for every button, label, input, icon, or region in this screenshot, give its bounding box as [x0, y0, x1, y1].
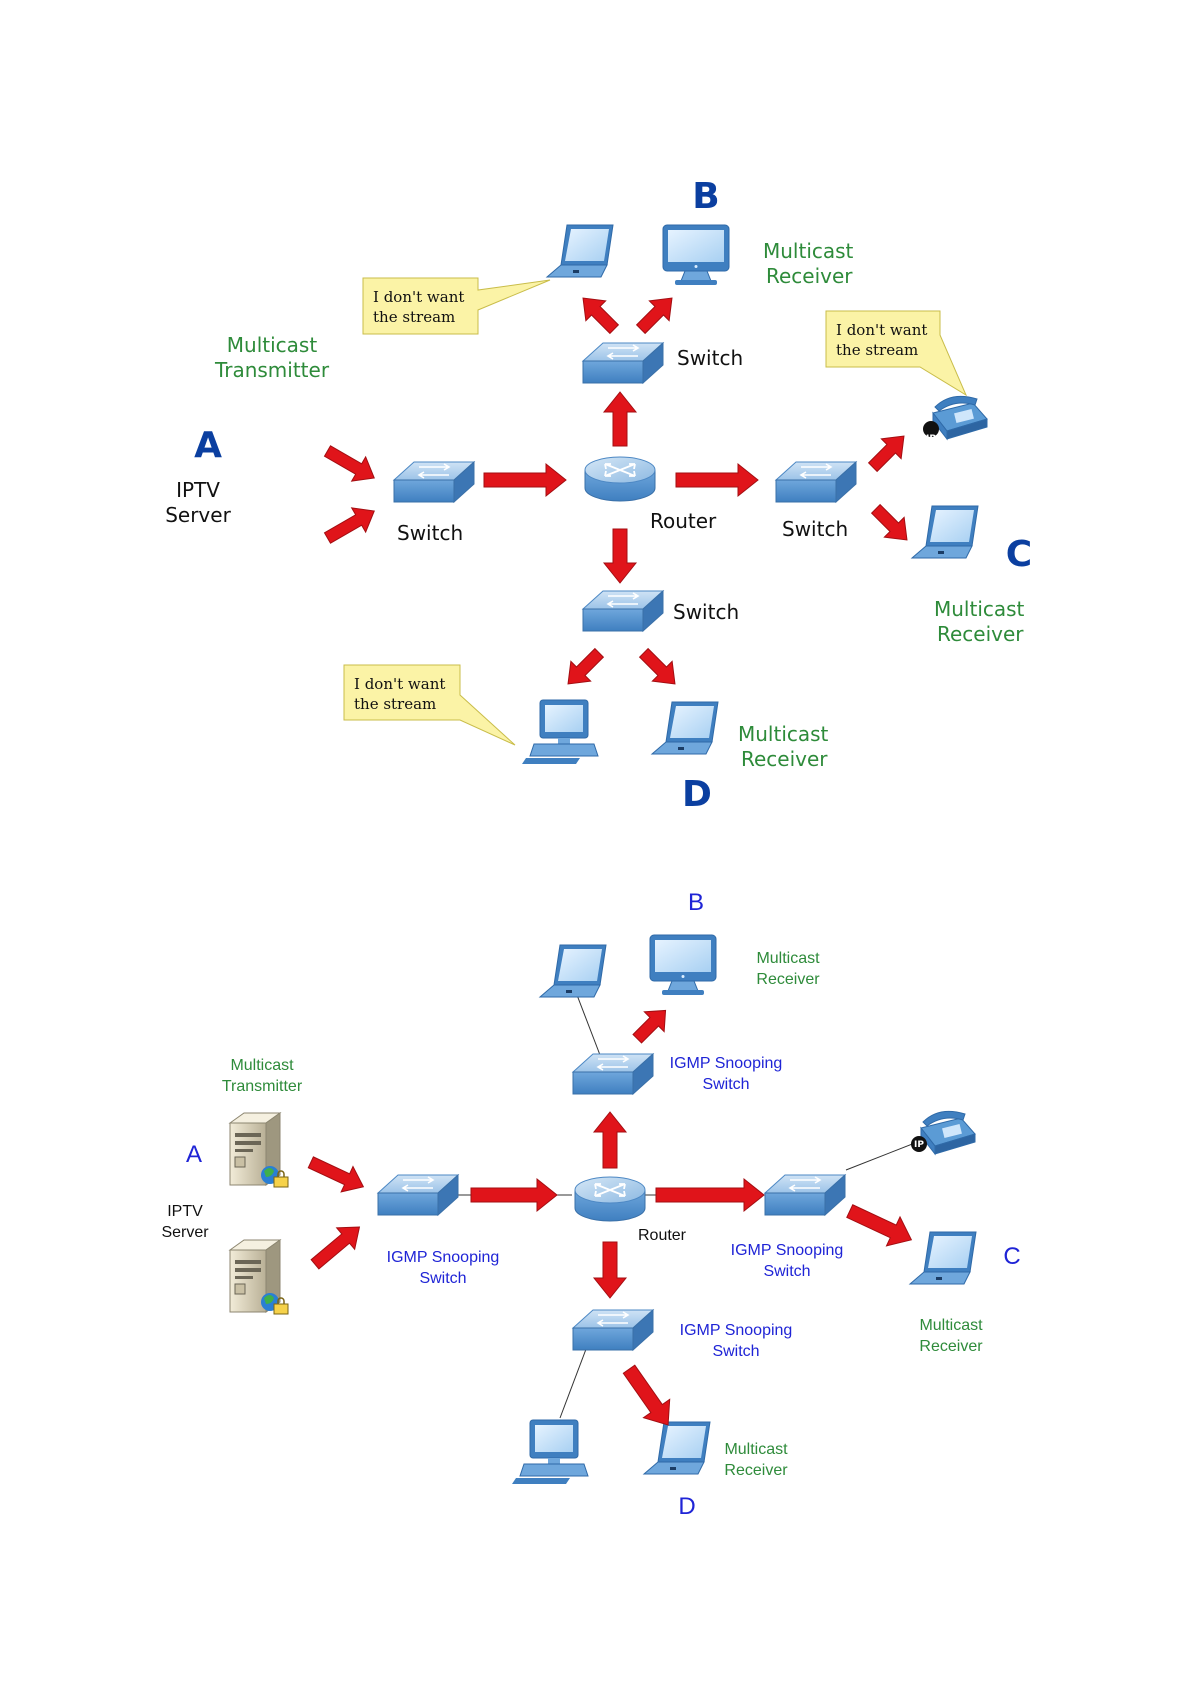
node-letter: B: [692, 176, 719, 217]
switch-label: Switch: [677, 346, 743, 370]
router-label: Router: [650, 509, 717, 533]
igmp-switch-label: Switch: [763, 1263, 810, 1280]
ip-badge: IP: [914, 1140, 924, 1150]
server-label: Server: [161, 1224, 209, 1241]
switch-icon: [582, 590, 664, 632]
stream-arrows: [323, 297, 908, 685]
receiver-label: Receiver: [937, 622, 1024, 646]
ip-badge: IP: [926, 434, 936, 444]
node-letter: A: [194, 425, 222, 466]
diagram-1: I don't want the stream I don't want the…: [165, 176, 1032, 815]
ip-phone-icon: [922, 395, 988, 440]
callout-text: the stream: [836, 341, 918, 359]
receiver-label: Multicast: [724, 1441, 788, 1458]
callout-top: I don't want the stream: [362, 277, 551, 335]
callout-text: the stream: [373, 308, 455, 326]
stream-arrows: [307, 1009, 913, 1426]
server-icon: [229, 1239, 289, 1315]
switch-icon: [582, 342, 664, 384]
router-icon: [584, 456, 656, 502]
node-letter: B: [688, 889, 704, 916]
transmitter-label: Transmitter: [222, 1078, 303, 1095]
router-icon: [574, 1176, 646, 1222]
receiver-label: Receiver: [766, 264, 853, 288]
server-label: IPTV: [176, 478, 220, 502]
receiver-label: Receiver: [724, 1462, 788, 1479]
callout-text: the stream: [354, 695, 436, 713]
receiver-label: Receiver: [741, 747, 828, 771]
receiver-label: Receiver: [919, 1338, 983, 1355]
receiver-label: Multicast: [738, 722, 829, 746]
router-label: Router: [638, 1227, 687, 1244]
receiver-label: Multicast: [763, 239, 854, 263]
receiver-label: Multicast: [756, 950, 820, 967]
igmp-switch-label: Switch: [419, 1270, 466, 1287]
callout-text: I don't want: [373, 288, 464, 306]
switch-icon: [393, 461, 475, 503]
receiver-label: Multicast: [934, 597, 1025, 621]
callout-text: I don't want: [354, 675, 445, 693]
receiver-label: Receiver: [756, 971, 820, 988]
igmp-switch-label: Switch: [712, 1343, 759, 1360]
igmp-switch-icon: [377, 1174, 459, 1216]
laptop-icon: [909, 1231, 977, 1285]
node-letter: C: [1006, 534, 1032, 575]
switch-icon: [775, 461, 857, 503]
server-icon: [229, 1112, 289, 1188]
callout-bottom: I don't want the stream: [343, 664, 516, 746]
laptop-icon: [643, 1421, 711, 1475]
igmp-switch-label: IGMP Snooping: [731, 1242, 844, 1259]
transmitter-label: Multicast: [227, 333, 318, 357]
server-label: IPTV: [167, 1203, 203, 1220]
callout-text: I don't want: [836, 321, 927, 339]
igmp-switch-label: IGMP Snooping: [670, 1055, 783, 1072]
monitor-icon: [662, 224, 730, 286]
node-letter: A: [186, 1141, 202, 1168]
monitor-icon: [649, 934, 717, 996]
igmp-switch-label: IGMP Snooping: [680, 1322, 793, 1339]
igmp-switch-label: IGMP Snooping: [387, 1249, 500, 1266]
node-letter: C: [1003, 1243, 1020, 1270]
switch-label: Switch: [397, 521, 463, 545]
laptop-icon: [651, 701, 719, 755]
pc-icon: [511, 1419, 589, 1485]
laptop-icon: [539, 944, 607, 998]
receiver-label: Multicast: [919, 1317, 983, 1334]
diagram-2: A B C D Multicast Transmitter IPTV Serve…: [161, 889, 1020, 1520]
laptop-icon: [546, 224, 614, 278]
switch-label: Switch: [782, 517, 848, 541]
igmp-switch-icon: [764, 1174, 846, 1216]
laptop-icon: [911, 505, 979, 559]
igmp-switch-label: Switch: [702, 1076, 749, 1093]
node-letter: D: [678, 1493, 695, 1520]
igmp-switch-icon: [572, 1309, 654, 1351]
transmitter-label: Multicast: [230, 1057, 294, 1074]
switch-label: Switch: [673, 600, 739, 624]
pc-icon: [521, 699, 599, 765]
callout-right: I don't want the stream: [825, 310, 968, 397]
transmitter-label: Transmitter: [214, 358, 330, 382]
server-label: Server: [165, 503, 231, 527]
igmp-switch-icon: [572, 1053, 654, 1095]
node-letter: D: [682, 774, 712, 815]
